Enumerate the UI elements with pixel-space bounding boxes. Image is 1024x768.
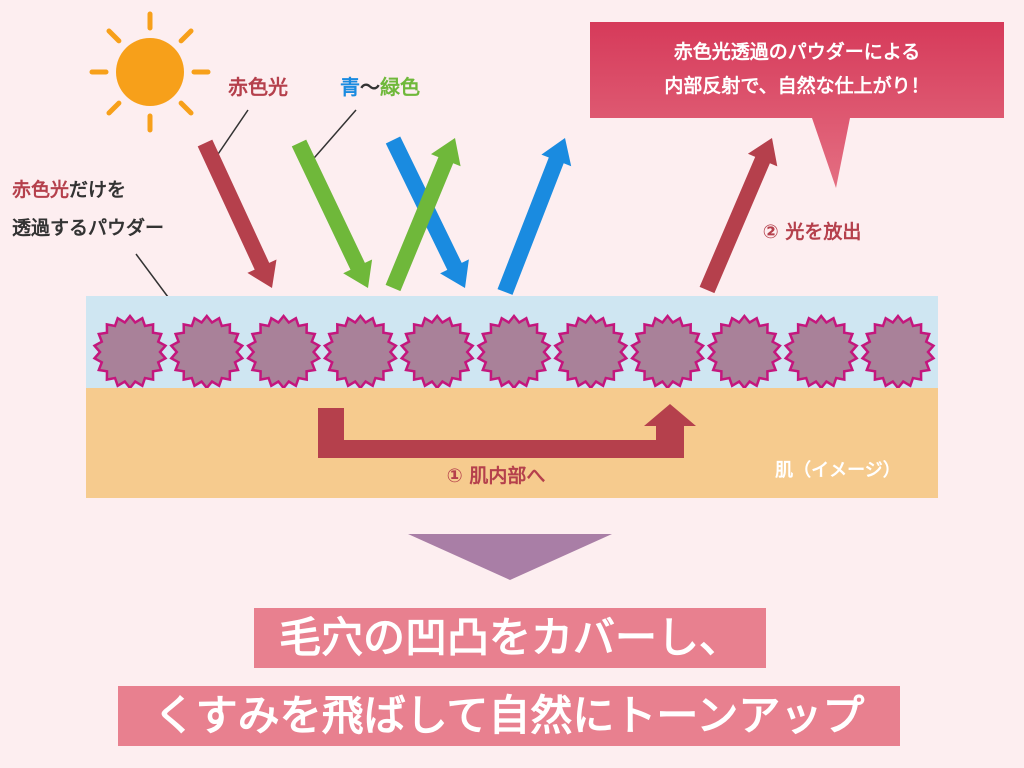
powder-particles (92, 313, 936, 391)
green-label: 緑色 (380, 75, 420, 99)
callout-line1: 赤色光透過のパウダーによる (674, 40, 920, 63)
inside-label: ① 肌内部へ (447, 464, 546, 487)
callout-line2: 内部反射で、自然な仕上がり！ (664, 74, 929, 97)
blue-light-reflected-arrow (497, 138, 572, 295)
tilde-label: 〜 (360, 75, 380, 99)
powder-label-line2: 透過するパウダー (12, 216, 164, 239)
skin-label: 肌（イメージ） (775, 460, 901, 481)
blue-label: 青 (340, 75, 360, 99)
red-light-incoming-arrow (197, 139, 277, 288)
conclusion-banner-line2: くすみを飛ばして自然にトーンアップ (118, 686, 900, 746)
blue-green-label: 青〜緑色 (340, 75, 420, 99)
red-light-label: 赤色光 (228, 75, 288, 99)
internal-reflection-arrow (318, 404, 696, 458)
conclusion-banner-line1: 毛穴の凹凸をカバーし、 (254, 608, 766, 668)
green-light-reflected-arrow (385, 138, 461, 292)
down-arrow (408, 534, 612, 580)
light-arrows (197, 136, 778, 295)
sun-icon (89, 11, 211, 133)
green-light-incoming-arrow (291, 139, 373, 288)
red-light-emitted-arrow (699, 138, 778, 294)
red-leader-line (213, 109, 249, 161)
emit-label: ② 光を放出 (763, 220, 862, 243)
powder-label-line1: 赤色光だけを (12, 178, 126, 201)
callout-bubble: 赤色光透過のパウダーによる 内部反射で、自然な仕上がり！ (590, 22, 1004, 188)
green-leader-line (307, 109, 357, 166)
